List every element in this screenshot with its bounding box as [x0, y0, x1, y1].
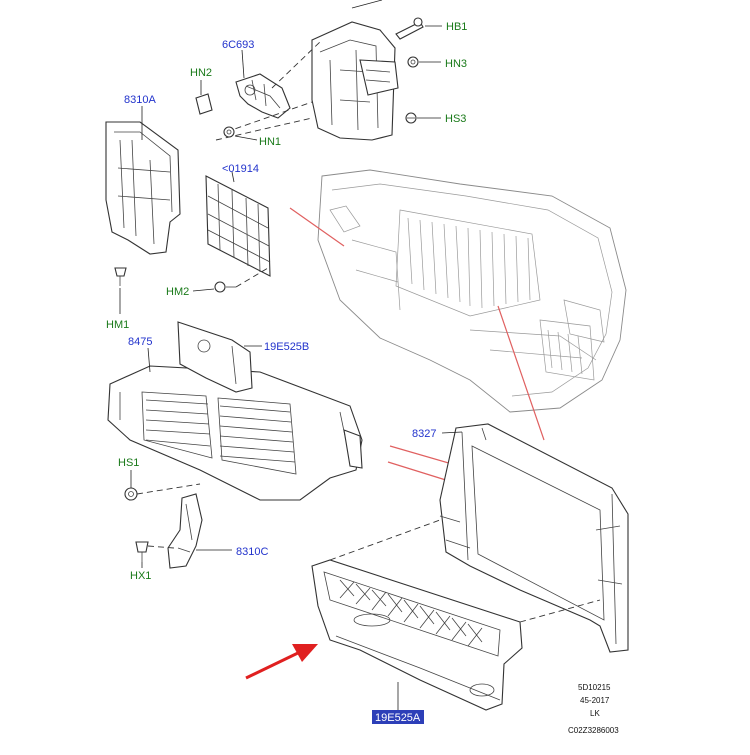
- lower-deflector-8310c: [167, 493, 232, 569]
- nut-hn1: [223, 126, 258, 141]
- label-hs1: HS1: [118, 457, 139, 469]
- sensor-bracket-6c693: [235, 49, 291, 119]
- label-hm2: HM2: [166, 286, 189, 298]
- meta-line-3: LK: [590, 709, 600, 718]
- deflector-bracket-19e525b: [177, 321, 363, 469]
- label-8310a: 8310A: [124, 94, 156, 106]
- air-deflector-frame-8327: [439, 423, 629, 653]
- upper-bracket-assembly: [311, 0, 399, 141]
- label-hn1: HN1: [259, 136, 281, 148]
- label-hx1: HX1: [130, 570, 151, 582]
- label-19e525b: 19E525B: [264, 341, 309, 353]
- bolt-hb1: [395, 17, 442, 40]
- meta-line-1: 5D10215: [578, 683, 611, 692]
- nut-hn2: [195, 80, 213, 115]
- label-hm1: HM1: [106, 319, 129, 331]
- screw-hs3: [405, 112, 441, 124]
- pushpin-hx1: [135, 541, 149, 568]
- label-6c693: 6C693: [222, 39, 254, 51]
- label-8327: 8327: [412, 428, 436, 440]
- lower-grille-duct-19e525a: [311, 559, 523, 711]
- pushpin-hm1: [114, 267, 127, 314]
- label-hb1: HB1: [446, 21, 467, 33]
- highlight-box-19e525a: [372, 710, 424, 724]
- nut-hn3: [407, 56, 441, 68]
- pointer-arrow: [245, 644, 318, 680]
- label-8310c: 8310C: [236, 546, 268, 558]
- meta-line-4: C02Z3286003: [568, 726, 619, 735]
- front-end-carrier-context: [317, 169, 627, 413]
- active-grille-shutter-8475: [107, 347, 363, 501]
- label-8475: 8475: [128, 336, 152, 348]
- label-01914: <01914: [222, 163, 259, 175]
- meta-line-2: 45-2017: [580, 696, 610, 705]
- label-hs3: HS3: [445, 113, 466, 125]
- screw-hs1: [124, 470, 138, 501]
- label-19e525a: 19E525A: [375, 712, 421, 724]
- air-deflector-8310a: [105, 106, 181, 255]
- label-hn3: HN3: [445, 58, 467, 70]
- grille-screen-01914: [205, 171, 271, 277]
- screw-hm2: [192, 281, 236, 293]
- label-hn2: HN2: [190, 67, 212, 79]
